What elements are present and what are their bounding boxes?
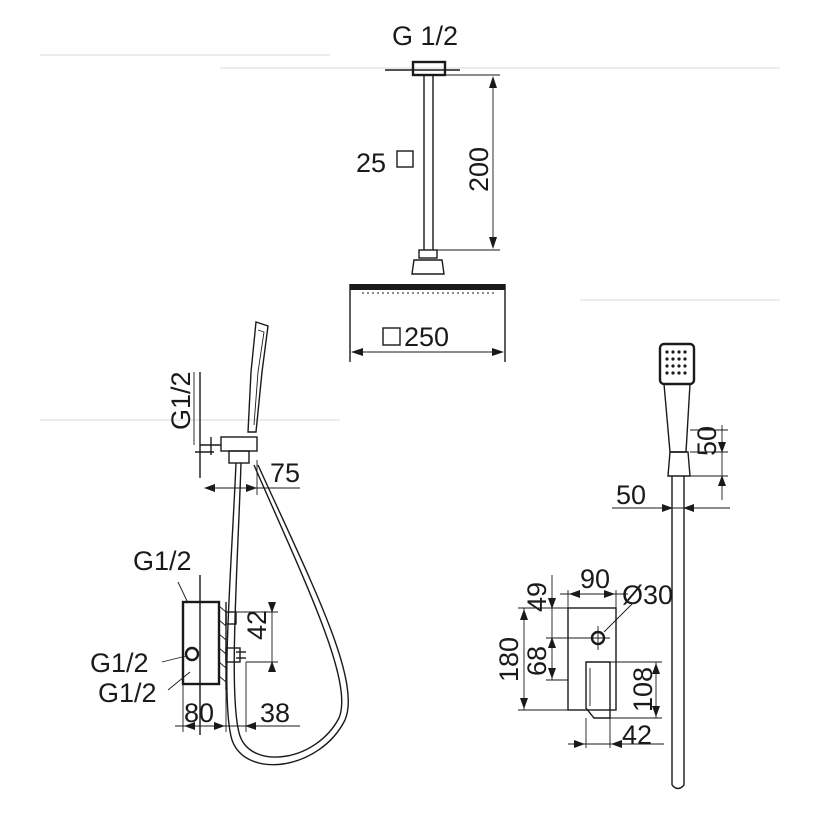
valve-thread-mid-label: G1/2 (90, 648, 149, 678)
valve-outlet-handle (225, 647, 241, 663)
overhead-shower: G 1/2 25 200 250 (349, 21, 506, 362)
square-symbol-icon (396, 150, 414, 168)
valve-plate (567, 607, 617, 711)
plate-width-label: 90 (580, 564, 610, 594)
hand-shower-head (658, 342, 696, 386)
ceiling-flange (411, 60, 447, 77)
nozzle-grid (665, 350, 687, 375)
knob-center-label: 68 (522, 646, 552, 676)
arm-nut (418, 249, 438, 259)
holder-front (667, 451, 691, 477)
valve-thread-top-label: G1/2 (133, 546, 192, 576)
overhead-connection-label: G 1/2 (392, 21, 458, 51)
holder-depth-label: 75 (270, 458, 300, 488)
holder-thread-label: G1/2 (166, 371, 196, 430)
valve-outlet-top (225, 611, 237, 625)
hand-shower-height-label: 50 (692, 426, 722, 456)
knob-top-label: 49 (522, 582, 552, 612)
holder-outlet (228, 450, 250, 464)
lever-width-label: 42 (622, 720, 652, 750)
holder-bracket (220, 436, 258, 452)
swivel-joint (411, 259, 445, 275)
valve-depth-label: 80 (184, 698, 214, 728)
background-guides (40, 54, 780, 421)
hose-inner (233, 462, 343, 758)
front-view: 50 50 90 Ø30 49 (494, 342, 730, 790)
shower-head-plate (350, 284, 505, 290)
head-width-label: 250 (404, 322, 449, 352)
valve-thread-bottom-label: G1/2 (98, 678, 157, 708)
arm-length-label: 200 (464, 147, 494, 192)
arm-section-label: 25 (356, 148, 386, 178)
side-view: G1/2 75 G1/2 42 G1/2 (90, 321, 349, 766)
hand-shower-side (247, 321, 269, 433)
square-symbol-icon (382, 327, 401, 346)
outlet-spacing-label: 42 (242, 610, 272, 640)
plate-height-label: 180 (494, 637, 524, 682)
lever-handle (585, 661, 611, 719)
hose-outer (226, 462, 349, 766)
hand-shower-handle (663, 383, 691, 453)
holder-offset-label: 50 (616, 480, 646, 510)
lever-height-label: 108 (628, 667, 658, 712)
valve-inlet (184, 646, 200, 662)
handle-depth-label: 38 (260, 698, 290, 728)
knob-diameter-label: Ø30 (622, 580, 673, 610)
valve-body (181, 600, 221, 686)
